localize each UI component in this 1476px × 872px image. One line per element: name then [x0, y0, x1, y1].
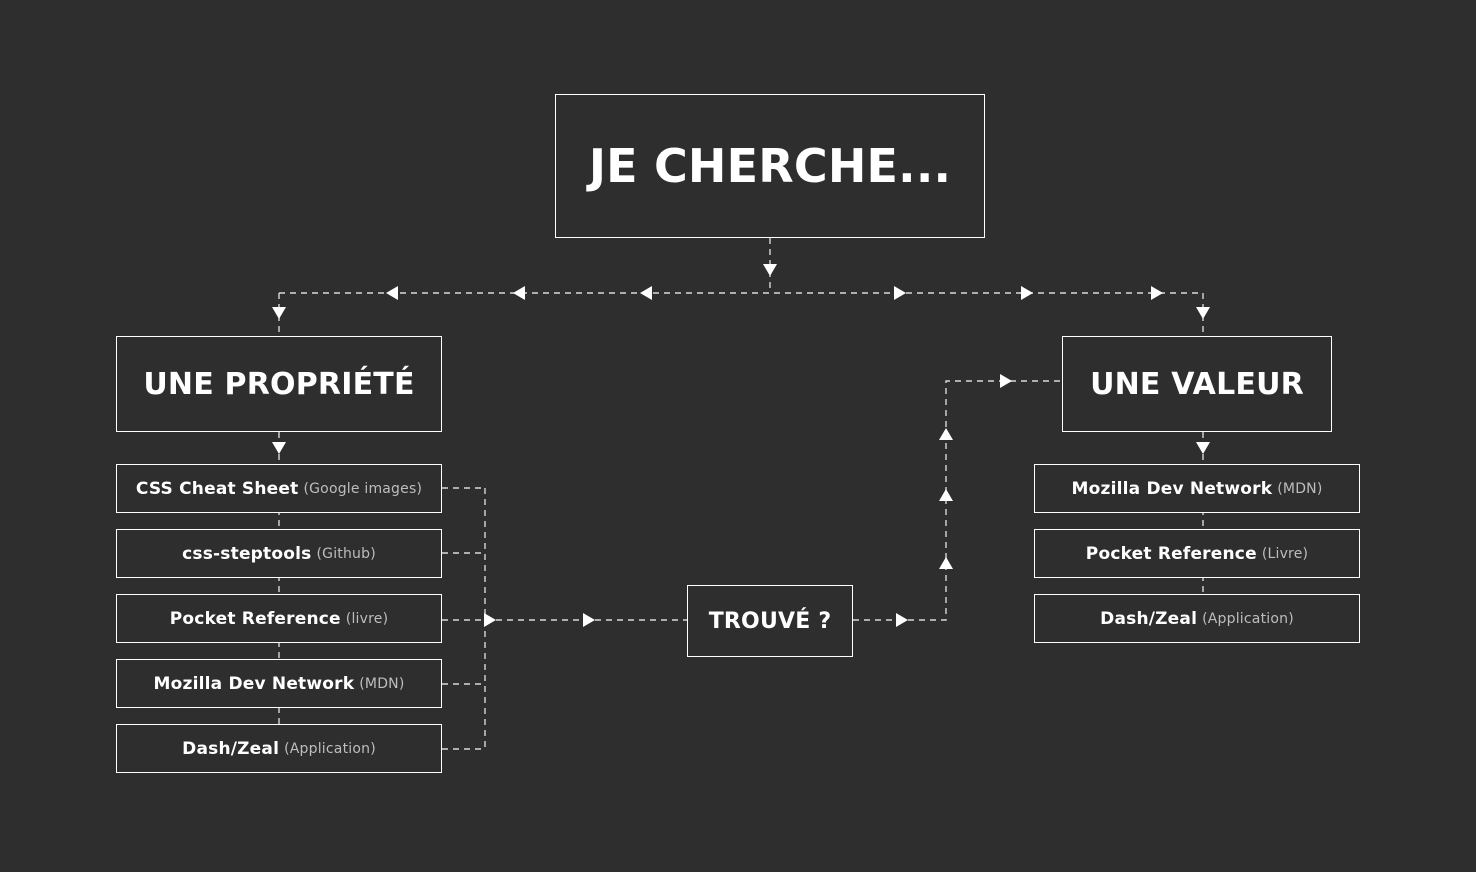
- item-title: CSS Cheat Sheet: [135, 478, 299, 499]
- arrow-left-branch-1: [386, 286, 398, 300]
- arrow-up-1: [939, 557, 953, 569]
- item-source: (Github): [316, 545, 376, 562]
- arrow-right-branch-1: [894, 286, 906, 300]
- left-item-pocket-reference: Pocket Reference(livre): [116, 594, 442, 643]
- item-title: Mozilla Dev Network: [153, 673, 355, 694]
- item-source: (Application): [284, 740, 376, 757]
- left-heading-label: UNE PROPRIÉTÉ: [143, 366, 415, 402]
- arrow-down-root: [763, 264, 777, 276]
- item-title: Dash/Zeal: [1100, 608, 1198, 629]
- arrow-right-from-decision: [896, 613, 908, 627]
- arrow-down-right-spine: [1196, 442, 1210, 454]
- decision-node: TROUVÉ ?: [687, 585, 853, 657]
- item-source: (livre): [345, 610, 389, 627]
- item-title: Dash/Zeal: [182, 738, 280, 759]
- arrow-right-collector: [484, 613, 496, 627]
- right-item-dash-zeal: Dash/Zeal(Application): [1034, 594, 1360, 643]
- item-source: (Google images): [303, 480, 423, 497]
- item-title: css-steptools: [182, 543, 312, 564]
- left-heading-node: UNE PROPRIÉTÉ: [116, 336, 442, 432]
- arrow-up-2: [939, 489, 953, 501]
- item-source: (MDN): [359, 675, 405, 692]
- arrow-up-3: [939, 428, 953, 440]
- right-item-pocket-reference: Pocket Reference(Livre): [1034, 529, 1360, 578]
- arrow-left-branch-2: [513, 286, 525, 300]
- decision-label: TROUVÉ ?: [708, 608, 832, 634]
- root-label: JE CHERCHE...: [588, 139, 952, 193]
- left-item-mozilla-dev-network: Mozilla Dev Network(MDN): [116, 659, 442, 708]
- item-title: Mozilla Dev Network: [1071, 478, 1273, 499]
- left-item-css-steptools: css-steptools(Github): [116, 529, 442, 578]
- arrow-left-branch-3: [640, 286, 652, 300]
- right-heading-node: UNE VALEUR: [1062, 336, 1332, 432]
- item-source: (MDN): [1277, 480, 1323, 497]
- arrow-right-to-valeur: [1000, 374, 1012, 388]
- arrow-down-left-spine: [272, 442, 286, 454]
- left-item-css-cheat-sheet: CSS Cheat Sheet(Google images): [116, 464, 442, 513]
- item-title: Pocket Reference: [169, 608, 341, 629]
- arrow-right-branch-3: [1151, 286, 1163, 300]
- right-item-mozilla-dev-network: Mozilla Dev Network(MDN): [1034, 464, 1360, 513]
- item-source: (Livre): [1261, 545, 1309, 562]
- root-node: JE CHERCHE...: [555, 94, 985, 238]
- arrow-down-right-heading: [1196, 307, 1210, 319]
- connector-decision-out: [853, 380, 1062, 621]
- right-heading-label: UNE VALEUR: [1090, 366, 1304, 402]
- arrow-right-to-decision: [583, 613, 595, 627]
- item-source: (Application): [1202, 610, 1294, 627]
- item-title: Pocket Reference: [1085, 543, 1257, 564]
- arrow-down-left-heading: [272, 307, 286, 319]
- arrow-right-branch-2: [1021, 286, 1033, 300]
- left-item-dash-zeal: Dash/Zeal(Application): [116, 724, 442, 773]
